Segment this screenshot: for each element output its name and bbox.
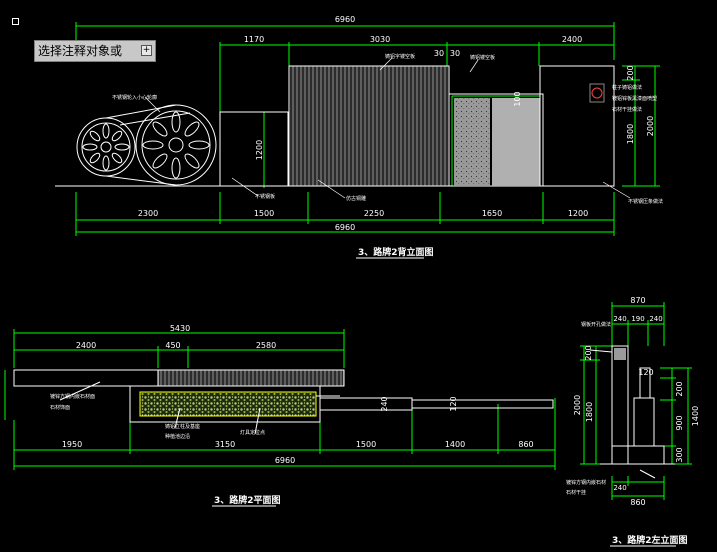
- side-top-sub-3: 240: [649, 315, 662, 323]
- plan-bottom-dim-3: 1500: [356, 440, 376, 449]
- front-bottom-dim-1: 2300: [138, 209, 158, 218]
- ucs-origin-marker: [12, 18, 19, 25]
- front-left-dim: 1200: [255, 140, 264, 160]
- plan-bottom-dim-4: 1400: [445, 440, 465, 449]
- plan-top-total: 5430: [170, 324, 190, 333]
- side-right-dim-2: 200: [675, 381, 684, 396]
- front-title: 3、路牌2背立面图: [358, 246, 434, 258]
- front-note-4: 不锈钢板: [255, 193, 275, 200]
- front-note-5: 仿古铜雕: [346, 195, 366, 202]
- plan-top-dim-1: 2400: [76, 341, 96, 350]
- front-top-dim-3: 2400: [562, 35, 582, 44]
- plan-bottom-dim-2: 3150: [215, 440, 235, 449]
- plan-small-dim-2: 120: [449, 396, 458, 411]
- plan-bottom-dim-5: 860: [518, 440, 533, 449]
- side-right-dim-3: 900: [675, 415, 684, 430]
- side-note-2: 镀锌方钢内嵌石材: [566, 479, 606, 486]
- prompt-expand-button[interactable]: +: [141, 45, 152, 56]
- front-top-small-1: 30: [434, 49, 444, 58]
- plan-note-2: 石材饰面: [50, 404, 70, 411]
- plan-note-5: 灯具定位点: [240, 429, 265, 436]
- side-bottom-dim-2: 860: [630, 498, 645, 507]
- side-left-dim-2: 2000: [573, 395, 582, 415]
- front-note-9: 不锈钢压条做法: [628, 198, 663, 205]
- front-note-8: 石材干挂做法: [612, 106, 642, 113]
- front-bottom-dim-3: 2250: [364, 209, 384, 218]
- plan-view[interactable]: [4, 329, 556, 470]
- front-note-1: 不锈钢轮入小心轮廓: [112, 94, 157, 101]
- front-leaders: [144, 57, 631, 199]
- front-note-3: 铸铝镂空板: [470, 54, 495, 61]
- front-top-small-2: 30: [450, 49, 460, 58]
- side-elevation-view[interactable]: [580, 302, 692, 500]
- front-bottom-dim-5: 1200: [568, 209, 588, 218]
- plan-top-dim-2: 450: [165, 341, 180, 350]
- side-text: 870 240 190 240 200 2000 1800 120 200 90…: [566, 296, 700, 547]
- plan-title: 3、路牌2平面图: [214, 494, 281, 506]
- plan-bottom-dim-1: 1950: [62, 440, 82, 449]
- front-text: 6960 1170 3030 2400 30 30 2300 1500 2250…: [112, 15, 663, 259]
- side-note-1: 钢板开孔做法: [581, 321, 611, 328]
- plan-note-1: 镀锌方钢内嵌石材面: [50, 393, 95, 400]
- plan-top-dim-3: 2580: [256, 341, 276, 350]
- side-left-dim-3: 1800: [585, 402, 594, 422]
- plan-bottom-total: 6960: [275, 456, 295, 465]
- front-top-total: 6960: [335, 15, 355, 24]
- plan-geometry: [13, 369, 554, 435]
- prompt-label: 选择注释对象或: [38, 44, 123, 58]
- plan-note-3: 铸铝立柱及基座: [165, 423, 200, 430]
- side-top-sub-1: 240: [613, 315, 626, 323]
- front-note-2: 铸铝字镂空板: [385, 53, 415, 60]
- plan-small-dim-1: 240: [380, 396, 389, 411]
- side-right-dim-1: 120: [638, 368, 653, 377]
- front-elevation-geometry: [55, 65, 615, 187]
- wheel-spokes: [82, 111, 210, 179]
- side-right-dim-5: 300: [675, 447, 684, 462]
- front-bottom-dim-2: 1500: [254, 209, 274, 218]
- side-note-3: 石材干挂: [566, 489, 586, 496]
- side-title: 3、路牌2左立面图: [612, 534, 688, 546]
- side-top-sub-2: 190: [631, 315, 644, 323]
- annotation-select-prompt[interactable]: 选择注释对象或 +: [34, 40, 156, 62]
- front-bottom-dim-4: 1650: [482, 209, 502, 218]
- plan-text: 5430 2400 450 2580 1950 3150 1500 1400 8…: [50, 324, 534, 507]
- side-left-dim-1: 200: [584, 345, 593, 360]
- plan-note-4: 种植池边沿: [165, 433, 190, 440]
- front-right-dim-1: 200: [626, 65, 635, 80]
- front-inner-dim: 100: [513, 91, 522, 106]
- front-right-dim-2: 1800: [626, 124, 635, 144]
- side-geometry: [589, 345, 675, 479]
- front-top-dim-2: 3030: [370, 35, 390, 44]
- front-bottom-total: 6960: [335, 223, 355, 232]
- front-note-6: 柱子铸铝做法: [612, 84, 642, 91]
- side-right-dim-4: 1400: [691, 406, 700, 426]
- front-note-7: 镀铝锌板黑漆面喷塑: [612, 95, 657, 102]
- front-elevation-view[interactable]: [75, 22, 660, 236]
- side-top-dim: 870: [630, 296, 645, 305]
- side-bottom-dim-1: 240: [613, 484, 626, 492]
- front-top-dim-1: 1170: [244, 35, 264, 44]
- front-right-dim-3: 2000: [646, 116, 655, 136]
